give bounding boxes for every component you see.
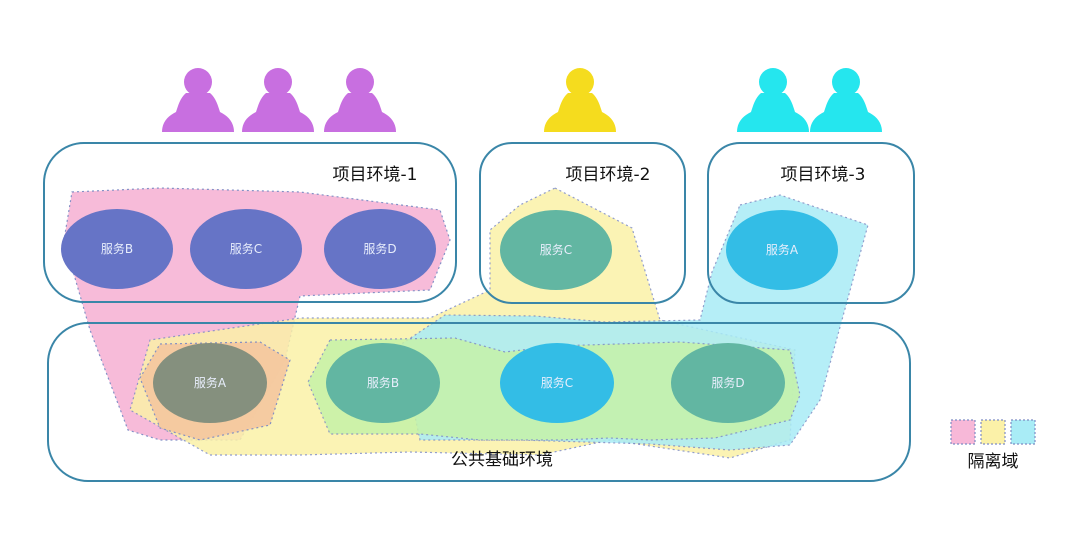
env1-box [43,142,457,303]
env1-service-c-label: 服务C [230,241,262,256]
public-service-d[interactable] [671,343,785,423]
purple-user-icon [242,68,314,132]
yellow-user-icon [544,68,616,132]
legend-swatch-pink [950,419,976,445]
env2-title: 项目环境-2 [566,165,651,185]
env1-service-d-label: 服务D [363,241,396,256]
env2-service-c-label: 服务C [540,242,572,257]
public-service-b[interactable] [326,343,440,423]
legend-swatch-yellow [980,419,1006,445]
public-service-c-label: 服务C [541,375,573,390]
public-service-a[interactable] [153,343,267,423]
env2-box [479,142,686,304]
purple-user-icon [324,68,396,132]
public-service-b-label: 服务B [367,375,399,390]
env3-title: 项目环境-3 [781,165,866,185]
cyan-user-icon [737,68,809,132]
public-service-a-label: 服务A [194,375,227,390]
env1-service-b-label: 服务B [101,241,133,256]
env1-service-d[interactable] [324,209,436,289]
legend-swatch-cyan [1010,419,1036,445]
purple-user-icon [162,68,234,132]
public-service-d-label: 服务D [711,375,744,390]
env3-service-a-label: 服务A [766,242,799,257]
env3-box [707,142,915,304]
public-service-c[interactable] [500,343,614,423]
public-env-title: 公共基础环境 [451,450,553,470]
env1-service-c[interactable] [190,209,302,289]
env3-service-a[interactable] [726,210,838,290]
env1-title: 项目环境-1 [333,165,418,185]
public-env-box [47,322,911,482]
legend-label: 隔离域 [968,452,1019,472]
env1-service-b[interactable] [61,209,173,289]
env2-service-c[interactable] [500,210,612,290]
cyan-user-icon [810,68,882,132]
